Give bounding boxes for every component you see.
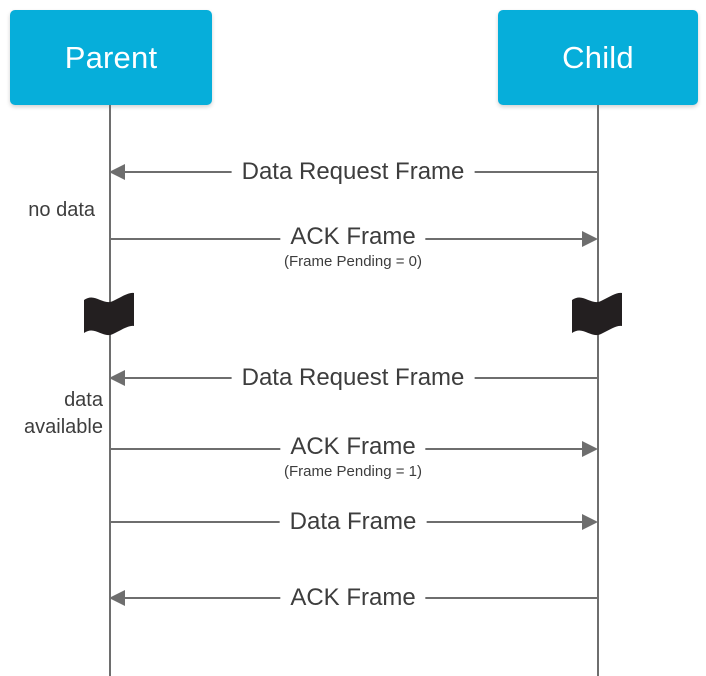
message-sublabel: (Frame Pending = 0) [284,253,422,270]
lifeline-child [597,105,599,676]
message-label: ACK Frame [280,586,426,610]
message-label: Data Frame [279,510,427,534]
break-marker-parent [83,290,135,336]
arrowhead-left-icon [109,164,125,180]
side-note-data-available: data available [24,389,103,438]
arrowhead-right-icon [582,441,598,457]
arrowhead-right-icon [582,231,598,247]
arrowhead-right-icon [582,514,598,530]
message-label: Data Request Frame [231,366,475,390]
message-label: Data Request Frame [231,160,475,184]
side-note-no-data: no data [28,199,95,221]
break-marker-child [571,290,623,336]
message-label: ACK Frame [280,435,426,459]
actor-label-child: Child [562,40,634,75]
arrowhead-left-icon [109,370,125,386]
actor-label-parent: Parent [64,40,158,75]
actor-box-child[interactable]: Child [498,10,698,105]
arrowhead-left-icon [109,590,125,606]
actor-box-parent[interactable]: Parent [10,10,212,105]
message-sublabel: (Frame Pending = 1) [284,463,422,480]
lifeline-parent [109,105,111,676]
message-label: ACK Frame [280,225,426,249]
